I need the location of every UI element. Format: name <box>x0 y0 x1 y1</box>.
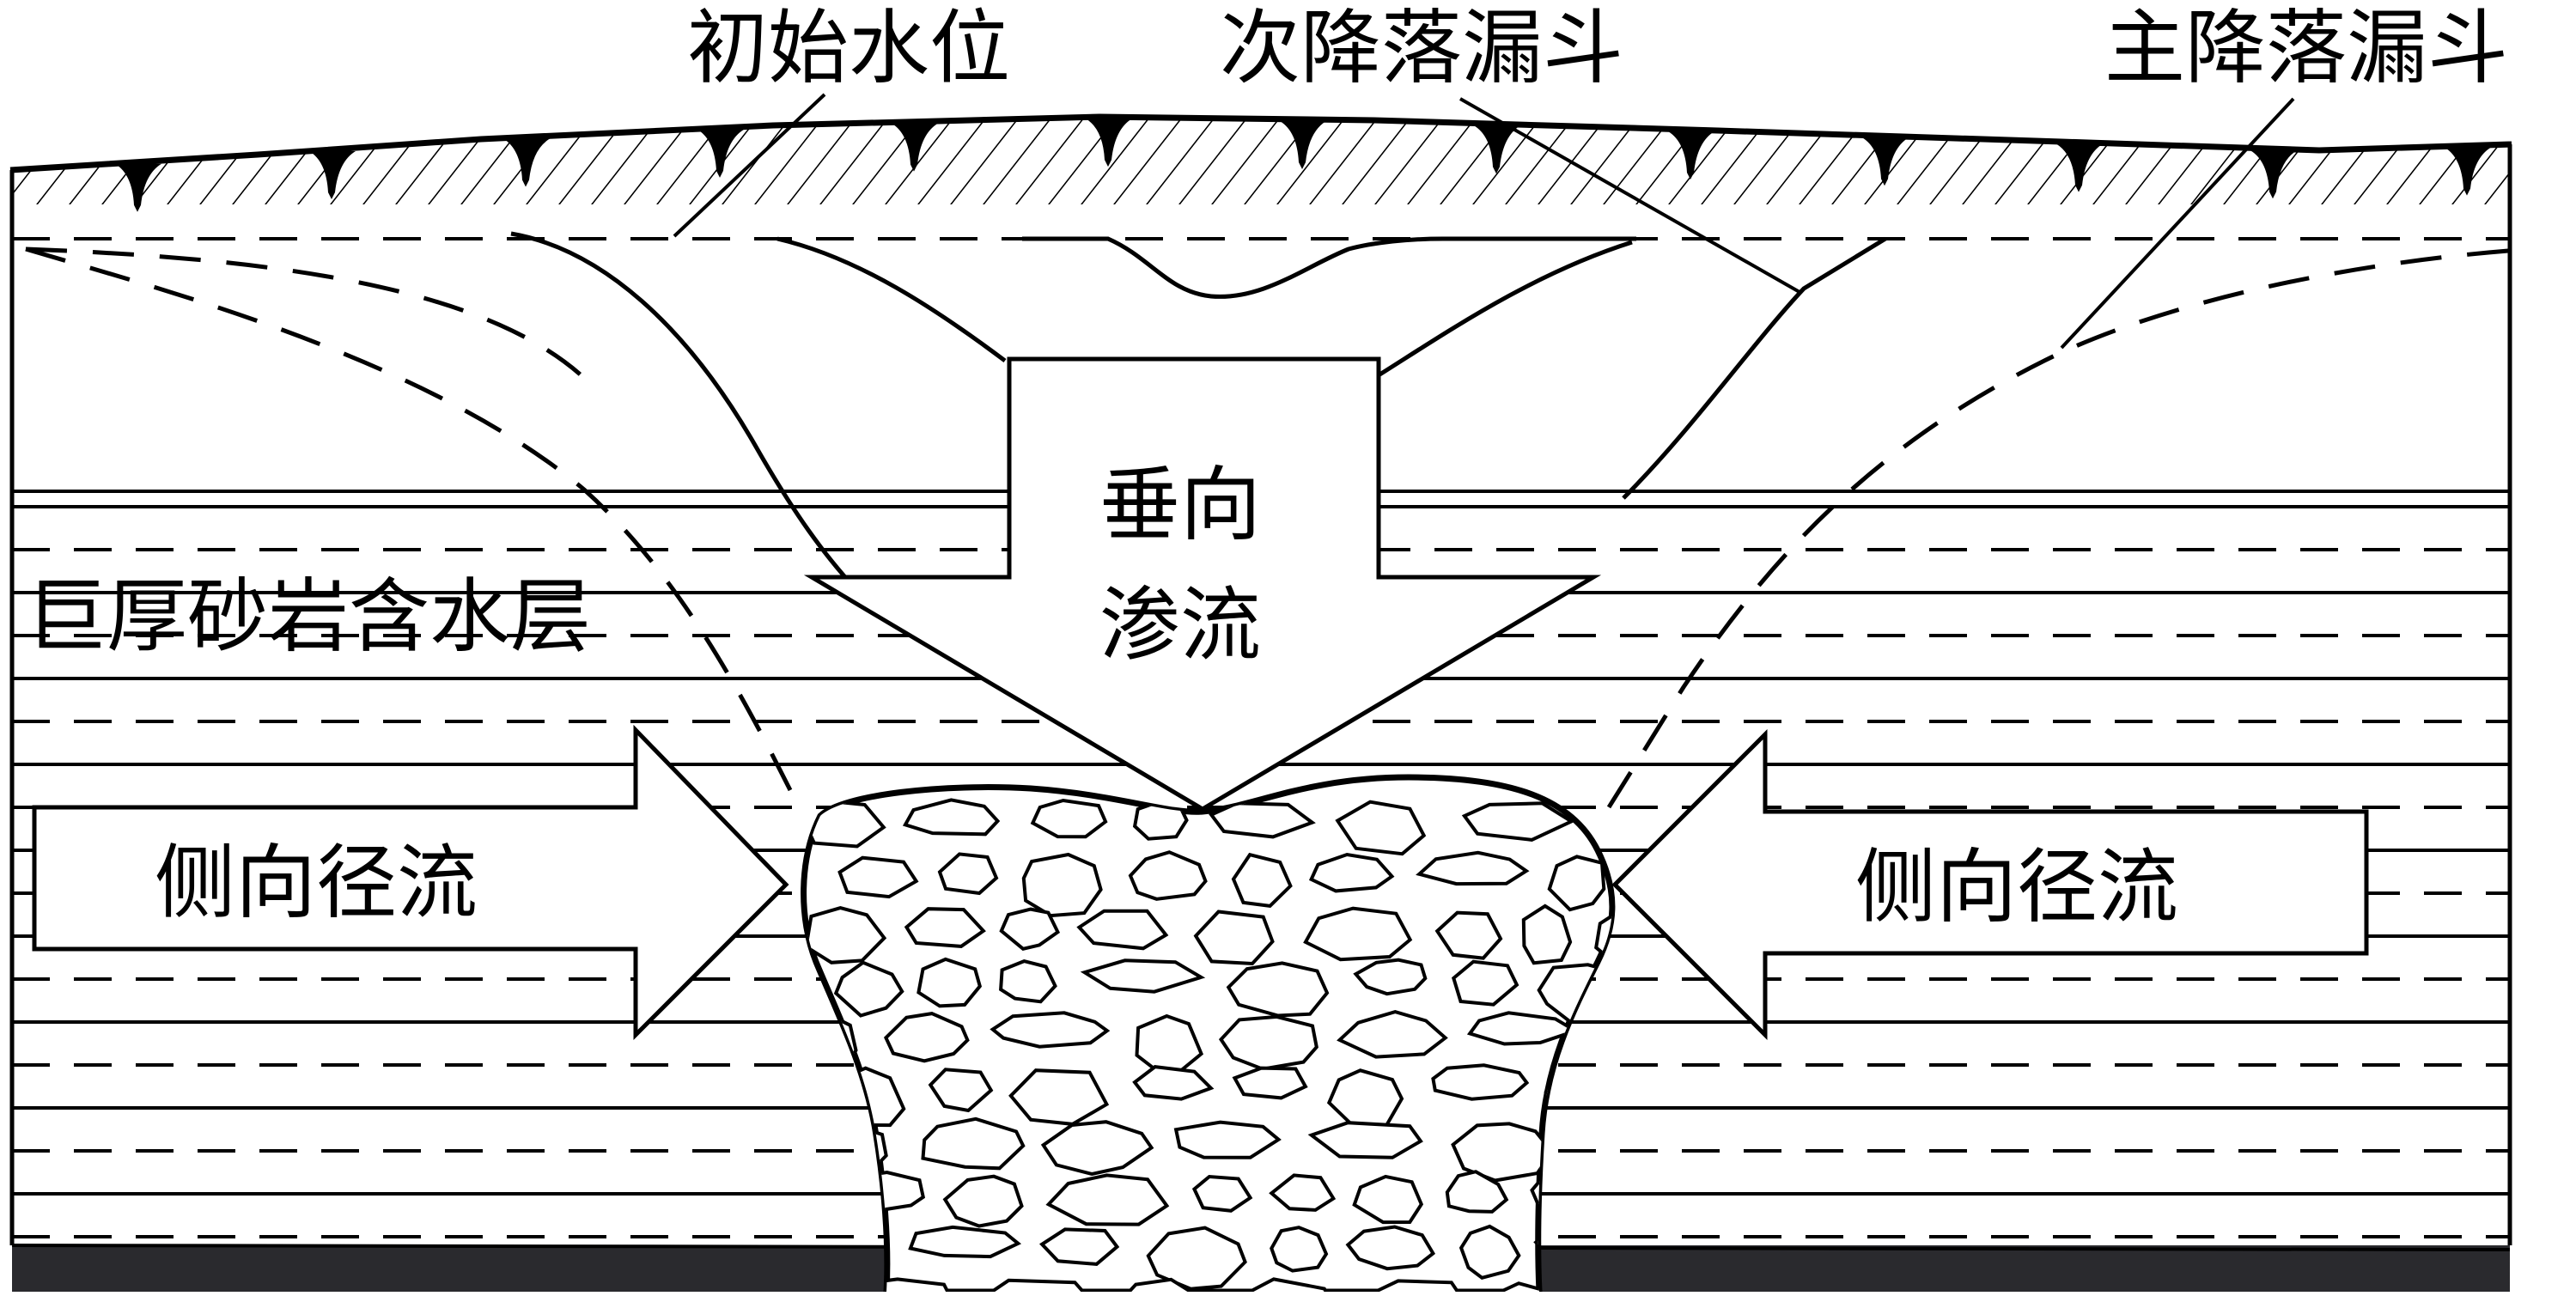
vegetation-tuft <box>1668 131 1714 180</box>
rubble-block <box>1307 1121 1423 1159</box>
vegetation-tuft <box>115 163 161 212</box>
rubble-block <box>1308 852 1395 893</box>
label-vertical-seepage-2: 渗流 <box>1099 579 1261 672</box>
rubble-block <box>917 957 983 1008</box>
ground-surface-line <box>9 113 2512 173</box>
rubble-block <box>921 1117 1026 1171</box>
secondary-cone-curve-right <box>1622 236 1887 500</box>
main-cone-curve-left-inner <box>25 246 586 380</box>
rubble-block <box>833 960 904 1018</box>
rubble-block <box>1038 1227 1120 1266</box>
secondary-cone-curve-inner-left <box>776 236 1007 363</box>
rubble-block <box>1451 1122 1555 1183</box>
vegetation-tuft <box>1474 125 1520 174</box>
rubble-block <box>883 1012 970 1063</box>
rubble-block <box>1128 850 1208 901</box>
rubble-block <box>928 1068 994 1113</box>
vertical-seepage-arrow <box>803 356 1602 812</box>
rubble-block <box>1080 958 1206 994</box>
rubble-block <box>904 907 986 948</box>
rubble-block <box>1416 850 1530 886</box>
vegetation-tuft <box>503 138 550 187</box>
label-vertical-seepage-1: 垂向 <box>1099 459 1261 552</box>
secondary-cone-curve-inner-right <box>1373 240 1633 380</box>
rubble-block <box>1193 910 1275 966</box>
rubble-block <box>1362 1279 1467 1292</box>
rubble-block <box>937 852 999 896</box>
secondary-cone-curve-center <box>1022 236 1636 299</box>
rubble-block <box>902 798 1001 837</box>
rubble-block <box>1466 1011 1580 1046</box>
vegetation-tuft <box>1280 120 1326 169</box>
surface-soil-hatch <box>10 117 2512 204</box>
rubble-block <box>1353 958 1428 996</box>
main-cone-curve-right <box>1595 248 2509 826</box>
rubble-block <box>990 1011 1111 1049</box>
rubble-block <box>1030 798 1108 839</box>
rubble-block <box>1270 1226 1329 1273</box>
vegetation-tuft <box>309 151 356 200</box>
vegetation-tuft <box>892 123 938 172</box>
rubble-block <box>1231 852 1293 909</box>
label-lateral-runoff-right: 侧向径流 <box>1855 841 2178 934</box>
vegetation-tuft <box>1862 137 1909 186</box>
rubble-block <box>1547 855 1606 912</box>
rubble-block <box>1459 1224 1521 1280</box>
rubble-block <box>1132 1065 1215 1101</box>
rubble-block <box>1226 961 1330 1018</box>
rubble-block <box>999 959 1057 1004</box>
rubble-block <box>1452 959 1519 1007</box>
rubble-block <box>1230 1277 1342 1292</box>
rubble-block <box>1461 801 1575 842</box>
label-aquifer: 巨厚砂岩含水层 <box>26 570 591 664</box>
rubble-block <box>1434 910 1503 960</box>
rubble-block <box>999 907 1061 951</box>
secondary-cone-curve-left <box>510 231 869 603</box>
rubble-block <box>1173 1120 1282 1159</box>
leader-secondary-cone <box>1459 97 1800 294</box>
rubble-block <box>1040 1120 1154 1177</box>
label-initial-water-level: 初始水位 <box>687 2 1010 95</box>
rubble-block <box>1521 904 1573 965</box>
lateral-runoff-arrow-right <box>1611 728 2369 1041</box>
rubble-block <box>1076 909 1169 951</box>
rubble-block <box>837 855 919 899</box>
vegetation-tuft <box>2250 150 2297 199</box>
vegetation-tuft <box>2056 143 2103 192</box>
rubble-block <box>1617 1071 1733 1124</box>
rubble-block <box>1045 1173 1170 1226</box>
leader-main-cone <box>2060 97 2295 350</box>
rubble-block <box>1021 852 1103 918</box>
rubble-block <box>1232 1066 1308 1100</box>
lateral-runoff-arrow-left <box>32 724 789 1041</box>
rubble-block <box>1352 1174 1424 1225</box>
rubble-block <box>1209 801 1316 839</box>
rubble-block <box>1303 906 1413 962</box>
rubble-block <box>1431 1063 1530 1101</box>
label-lateral-runoff-left: 侧向径流 <box>155 837 478 930</box>
rubble-block <box>1191 1174 1253 1213</box>
rubble-block <box>984 1278 1093 1292</box>
main-cone-curve-left-outer <box>25 246 793 792</box>
rubble-block <box>942 1174 1024 1228</box>
rubble-block <box>1218 1014 1318 1071</box>
rubble-block <box>1337 1010 1448 1059</box>
rubble-block <box>1445 1170 1509 1214</box>
label-main-cone: 主降落漏斗 <box>2104 2 2508 95</box>
rubble-block <box>908 1225 1022 1259</box>
rubble-block <box>1146 1226 1247 1291</box>
leader-initial-water-level <box>673 93 826 238</box>
vegetation-tuft <box>1086 119 1132 167</box>
rubble-block <box>1345 1225 1436 1271</box>
vegetation-tuft <box>2445 147 2491 196</box>
rubble-block <box>1335 800 1427 856</box>
rubble-block <box>1492 1281 1551 1292</box>
vegetation-tuft <box>697 129 744 178</box>
label-secondary-cone: 次降落漏斗 <box>1220 2 1623 95</box>
rubble-block <box>1269 1173 1337 1212</box>
rubble-block <box>804 906 887 964</box>
surface-vegetation-marks <box>115 119 2491 212</box>
